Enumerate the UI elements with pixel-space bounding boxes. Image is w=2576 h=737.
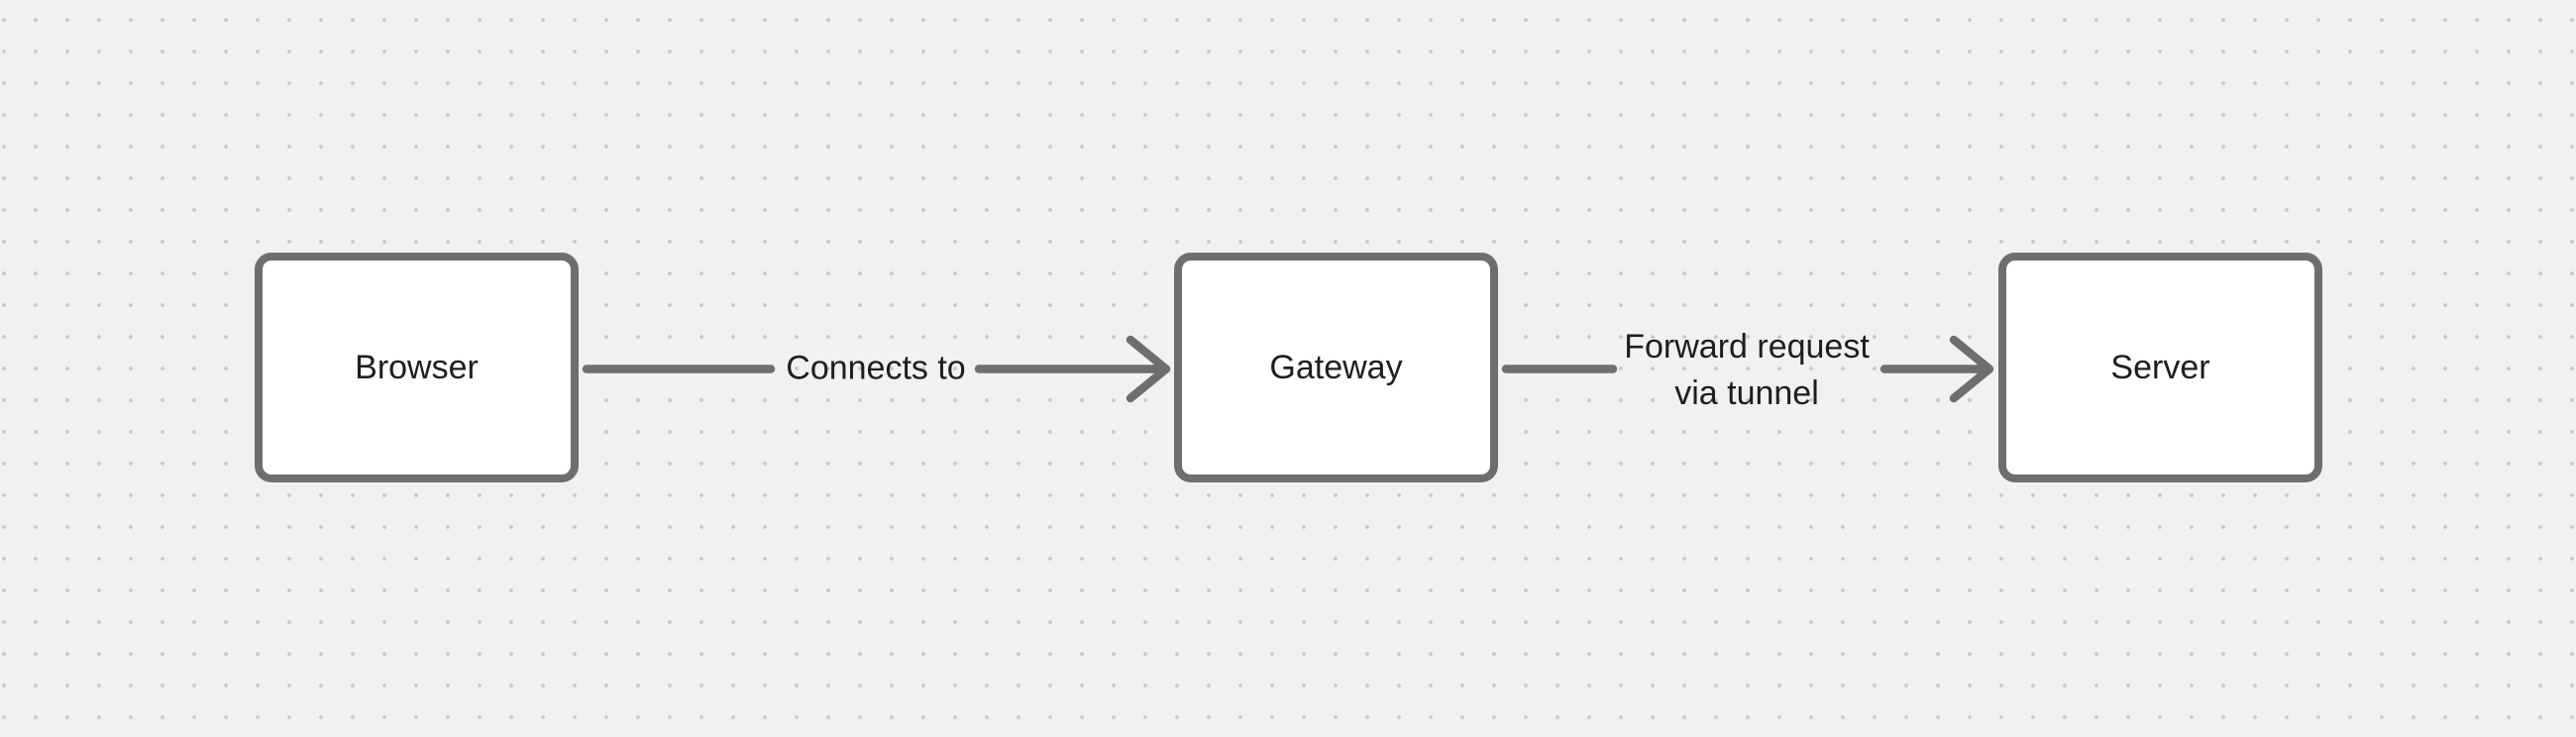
edge-label-connects-to[interactable]: Connects to (786, 349, 966, 387)
node-server[interactable]: Server (1998, 253, 2322, 482)
node-gateway[interactable]: Gateway (1174, 253, 1498, 482)
edge-label-forward-request[interactable]: Forward request via tunnel (1624, 324, 1870, 417)
edge-label-forward-request-line-1: Forward request (1624, 328, 1870, 366)
arrowhead-chevron-icon (1126, 335, 1171, 403)
node-server-label: Server (2110, 348, 2210, 386)
edge-label-forward-request-line-2: via tunnel (1674, 374, 1819, 412)
node-browser-label: Browser (355, 348, 479, 386)
node-gateway-label: Gateway (1269, 348, 1403, 386)
node-browser[interactable]: Browser (255, 253, 579, 482)
arrowhead-chevron-icon (1949, 335, 1994, 403)
